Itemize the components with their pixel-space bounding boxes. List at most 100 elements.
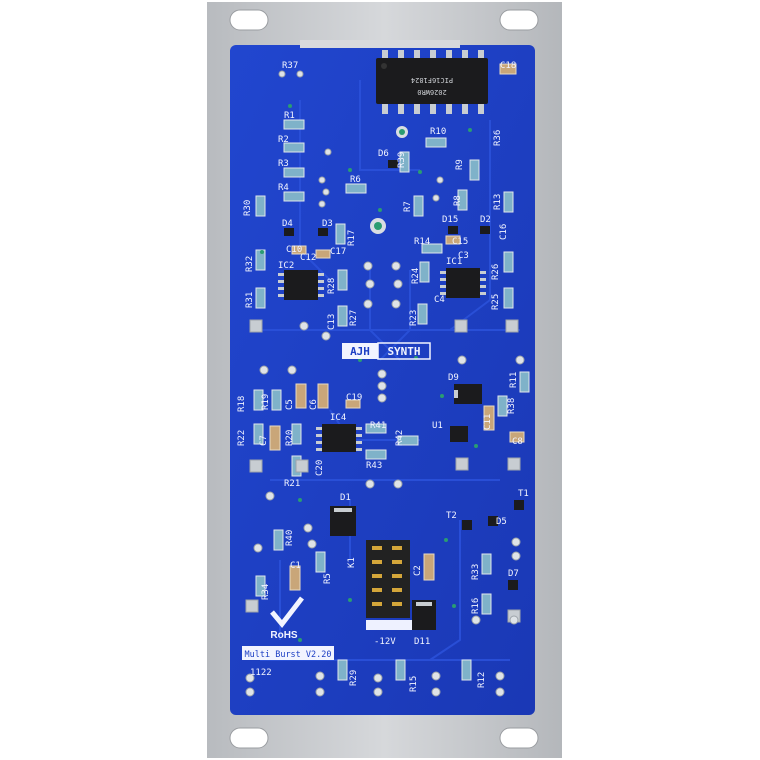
designator-r28: R28 bbox=[327, 278, 337, 294]
designator-d11: D11 bbox=[414, 637, 430, 647]
brand-right-text: SYNTH bbox=[387, 345, 420, 358]
designator-r12: R12 bbox=[477, 672, 487, 688]
designator-r29: R29 bbox=[349, 670, 359, 686]
designator-d4: D4 bbox=[282, 219, 293, 229]
designator-c19: C19 bbox=[346, 393, 362, 403]
designator-c12: C12 bbox=[300, 253, 316, 263]
designator-r3: R3 bbox=[278, 159, 289, 169]
designator-r17: R17 bbox=[347, 230, 357, 246]
designator-r32: R32 bbox=[245, 256, 255, 272]
designator-u1: U1 bbox=[432, 421, 443, 431]
designator-ic2: IC2 bbox=[278, 261, 294, 271]
ic2-chip bbox=[278, 270, 324, 300]
solder-joints bbox=[245, 70, 525, 697]
designator-r25: R25 bbox=[491, 294, 501, 310]
designator-r26: R26 bbox=[491, 264, 501, 280]
designator-c7: C7 bbox=[259, 435, 269, 446]
designator-ic4: IC4 bbox=[330, 413, 346, 423]
designator-d1: D1 bbox=[340, 493, 351, 503]
designator-r2: R2 bbox=[278, 135, 289, 145]
designator-t1: T1 bbox=[518, 489, 529, 499]
designator-r16: R16 bbox=[471, 598, 481, 614]
ic1-chip bbox=[440, 268, 486, 298]
designator-r36: R36 bbox=[493, 130, 503, 146]
designator-c20: C20 bbox=[315, 460, 325, 476]
designator-r19: R19 bbox=[261, 394, 271, 410]
test-points bbox=[370, 126, 408, 234]
designator-r18: R18 bbox=[237, 396, 247, 412]
designator-c1: C1 bbox=[290, 561, 301, 571]
designator-r33: R33 bbox=[471, 564, 481, 580]
mounting-hole-bottom-right bbox=[499, 727, 539, 749]
designator-c11: C11 bbox=[483, 414, 493, 430]
designator-c15: C15 bbox=[452, 237, 468, 247]
designator-r40: R40 bbox=[285, 530, 295, 546]
designator-r7: R7 bbox=[403, 201, 413, 212]
model-text: Multi Burst V2.20 bbox=[245, 650, 332, 660]
designator-r30: R30 bbox=[243, 200, 253, 216]
designator-c4: C4 bbox=[434, 295, 445, 305]
designator-r21: R21 bbox=[284, 479, 300, 489]
designator-r5: R5 bbox=[323, 573, 333, 584]
designator-c2: C2 bbox=[413, 565, 423, 576]
designator-k1: K1 bbox=[347, 557, 357, 568]
pcb-board bbox=[230, 45, 535, 715]
designator-r34: R34 bbox=[261, 584, 271, 600]
designator-r11: R11 bbox=[509, 372, 519, 388]
designator-r10: R10 bbox=[430, 127, 446, 137]
designator-r4: R4 bbox=[278, 183, 289, 193]
designator-ic1: IC1 bbox=[446, 257, 462, 267]
designator-r42: R42 bbox=[395, 430, 405, 446]
designator-c8: C8 bbox=[512, 437, 523, 447]
designator-r1: R1 bbox=[284, 111, 295, 121]
date-code: 1122 bbox=[250, 668, 272, 678]
mounting-hole-bottom-left bbox=[229, 727, 269, 749]
designator-r43: R43 bbox=[366, 461, 382, 471]
designator-r38: R38 bbox=[507, 398, 517, 414]
designator-r15: R15 bbox=[409, 676, 419, 692]
brand-logo: AJH SYNTH bbox=[342, 342, 431, 360]
designator-c6: C6 bbox=[309, 399, 319, 410]
rohs-text: RoHS bbox=[270, 630, 298, 641]
designator-r20: R20 bbox=[285, 430, 295, 446]
designator-t2: T2 bbox=[446, 511, 457, 521]
designator-d7: D7 bbox=[508, 569, 519, 579]
designator-d6: D6 bbox=[378, 149, 389, 159]
designator-c13: C13 bbox=[327, 314, 337, 330]
ic4-chip bbox=[316, 424, 362, 452]
power-label: -12V bbox=[374, 637, 396, 647]
microcontroller-chip: PIC16F1824 2026WR0 bbox=[376, 50, 488, 114]
designator-r31: R31 bbox=[245, 292, 255, 308]
designator-r37: R37 bbox=[282, 61, 298, 71]
designator-r27: R27 bbox=[349, 310, 359, 326]
model-label: Multi Burst V2.20 bbox=[242, 646, 334, 660]
designator-r14: R14 bbox=[414, 237, 430, 247]
chip-marking-2: 2026WR0 bbox=[417, 88, 447, 96]
designator-d5: D5 bbox=[496, 517, 507, 527]
designator-c16: C16 bbox=[499, 224, 509, 240]
designator-r9: R9 bbox=[455, 159, 465, 170]
designator-r8: R8 bbox=[453, 195, 463, 206]
smd-capacitors bbox=[269, 63, 525, 591]
designator-r13: R13 bbox=[493, 194, 503, 210]
designator-r22: R22 bbox=[237, 430, 247, 446]
designator-d9: D9 bbox=[448, 373, 459, 383]
designator-d2: D2 bbox=[480, 215, 491, 225]
pcb-header-strip bbox=[300, 40, 460, 48]
designator-c3: C3 bbox=[458, 251, 469, 261]
designator-r6: R6 bbox=[350, 175, 361, 185]
designator-c5: C5 bbox=[285, 399, 295, 410]
designator-d3: D3 bbox=[322, 219, 333, 229]
brand-left-text: AJH bbox=[350, 345, 370, 358]
chip-marking-1: PIC16F1824 bbox=[411, 76, 453, 84]
designator-r39: R39 bbox=[397, 152, 407, 168]
designator-r24: R24 bbox=[411, 268, 421, 284]
mounting-hole-top-left bbox=[229, 9, 269, 31]
rohs-mark: RoHS bbox=[270, 596, 304, 641]
diode-pads bbox=[334, 390, 458, 606]
designator-r41: R41 bbox=[370, 421, 386, 431]
power-header bbox=[366, 540, 412, 630]
designator-d15: D15 bbox=[442, 215, 458, 225]
